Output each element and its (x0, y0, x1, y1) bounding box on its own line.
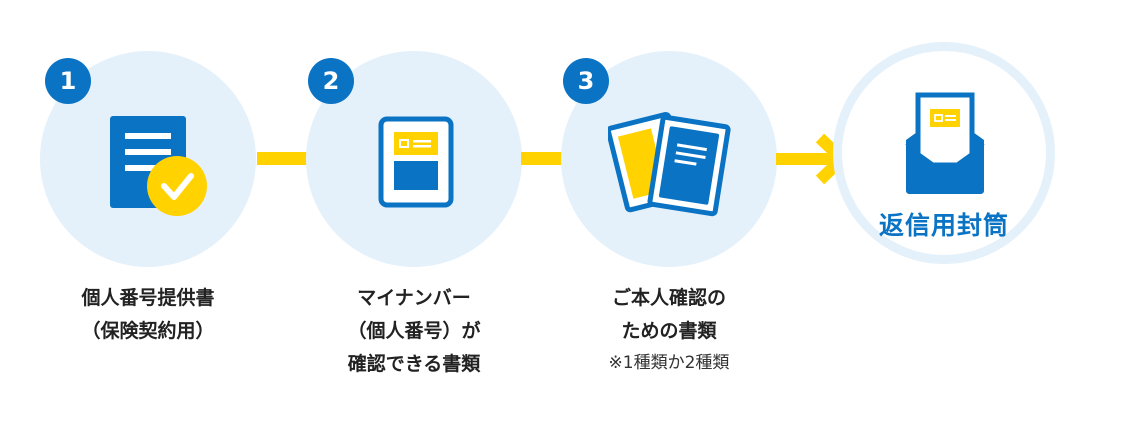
step-1-caption-line: 個人番号提供書 (81, 287, 215, 309)
document-check-icon (110, 116, 207, 216)
step-3-caption-line: ご本人確認の (611, 287, 726, 309)
return-envelope-label: 返信用封筒 (878, 211, 1009, 240)
id-documents-icon (608, 112, 731, 217)
step-3-note: ※1種類か2種類 (608, 353, 730, 373)
step-2-caption-line: （個人番号）が (347, 320, 481, 342)
step-1-caption: 個人番号提供書 （保険契約用） (20, 282, 276, 348)
step-2-caption: マイナンバー （個人番号）が 確認できる書類 (286, 282, 542, 381)
connector-line (257, 152, 309, 165)
step-2-number: 2 (308, 58, 354, 104)
step-2-caption-line: 確認できる書類 (347, 353, 481, 375)
step-3-number: 3 (563, 58, 609, 104)
step-3-caption: ご本人確認の ための書類 ※1種類か2種類 (541, 282, 797, 378)
connector-line (521, 152, 566, 165)
envelope-icon (905, 92, 985, 194)
step-2-caption-line: マイナンバー (357, 287, 471, 309)
step-1-caption-line: （保険契約用） (81, 320, 215, 342)
step-3-caption-line: ための書類 (621, 320, 717, 342)
my-number-card-icon (378, 116, 454, 208)
step-1-number: 1 (45, 58, 91, 104)
